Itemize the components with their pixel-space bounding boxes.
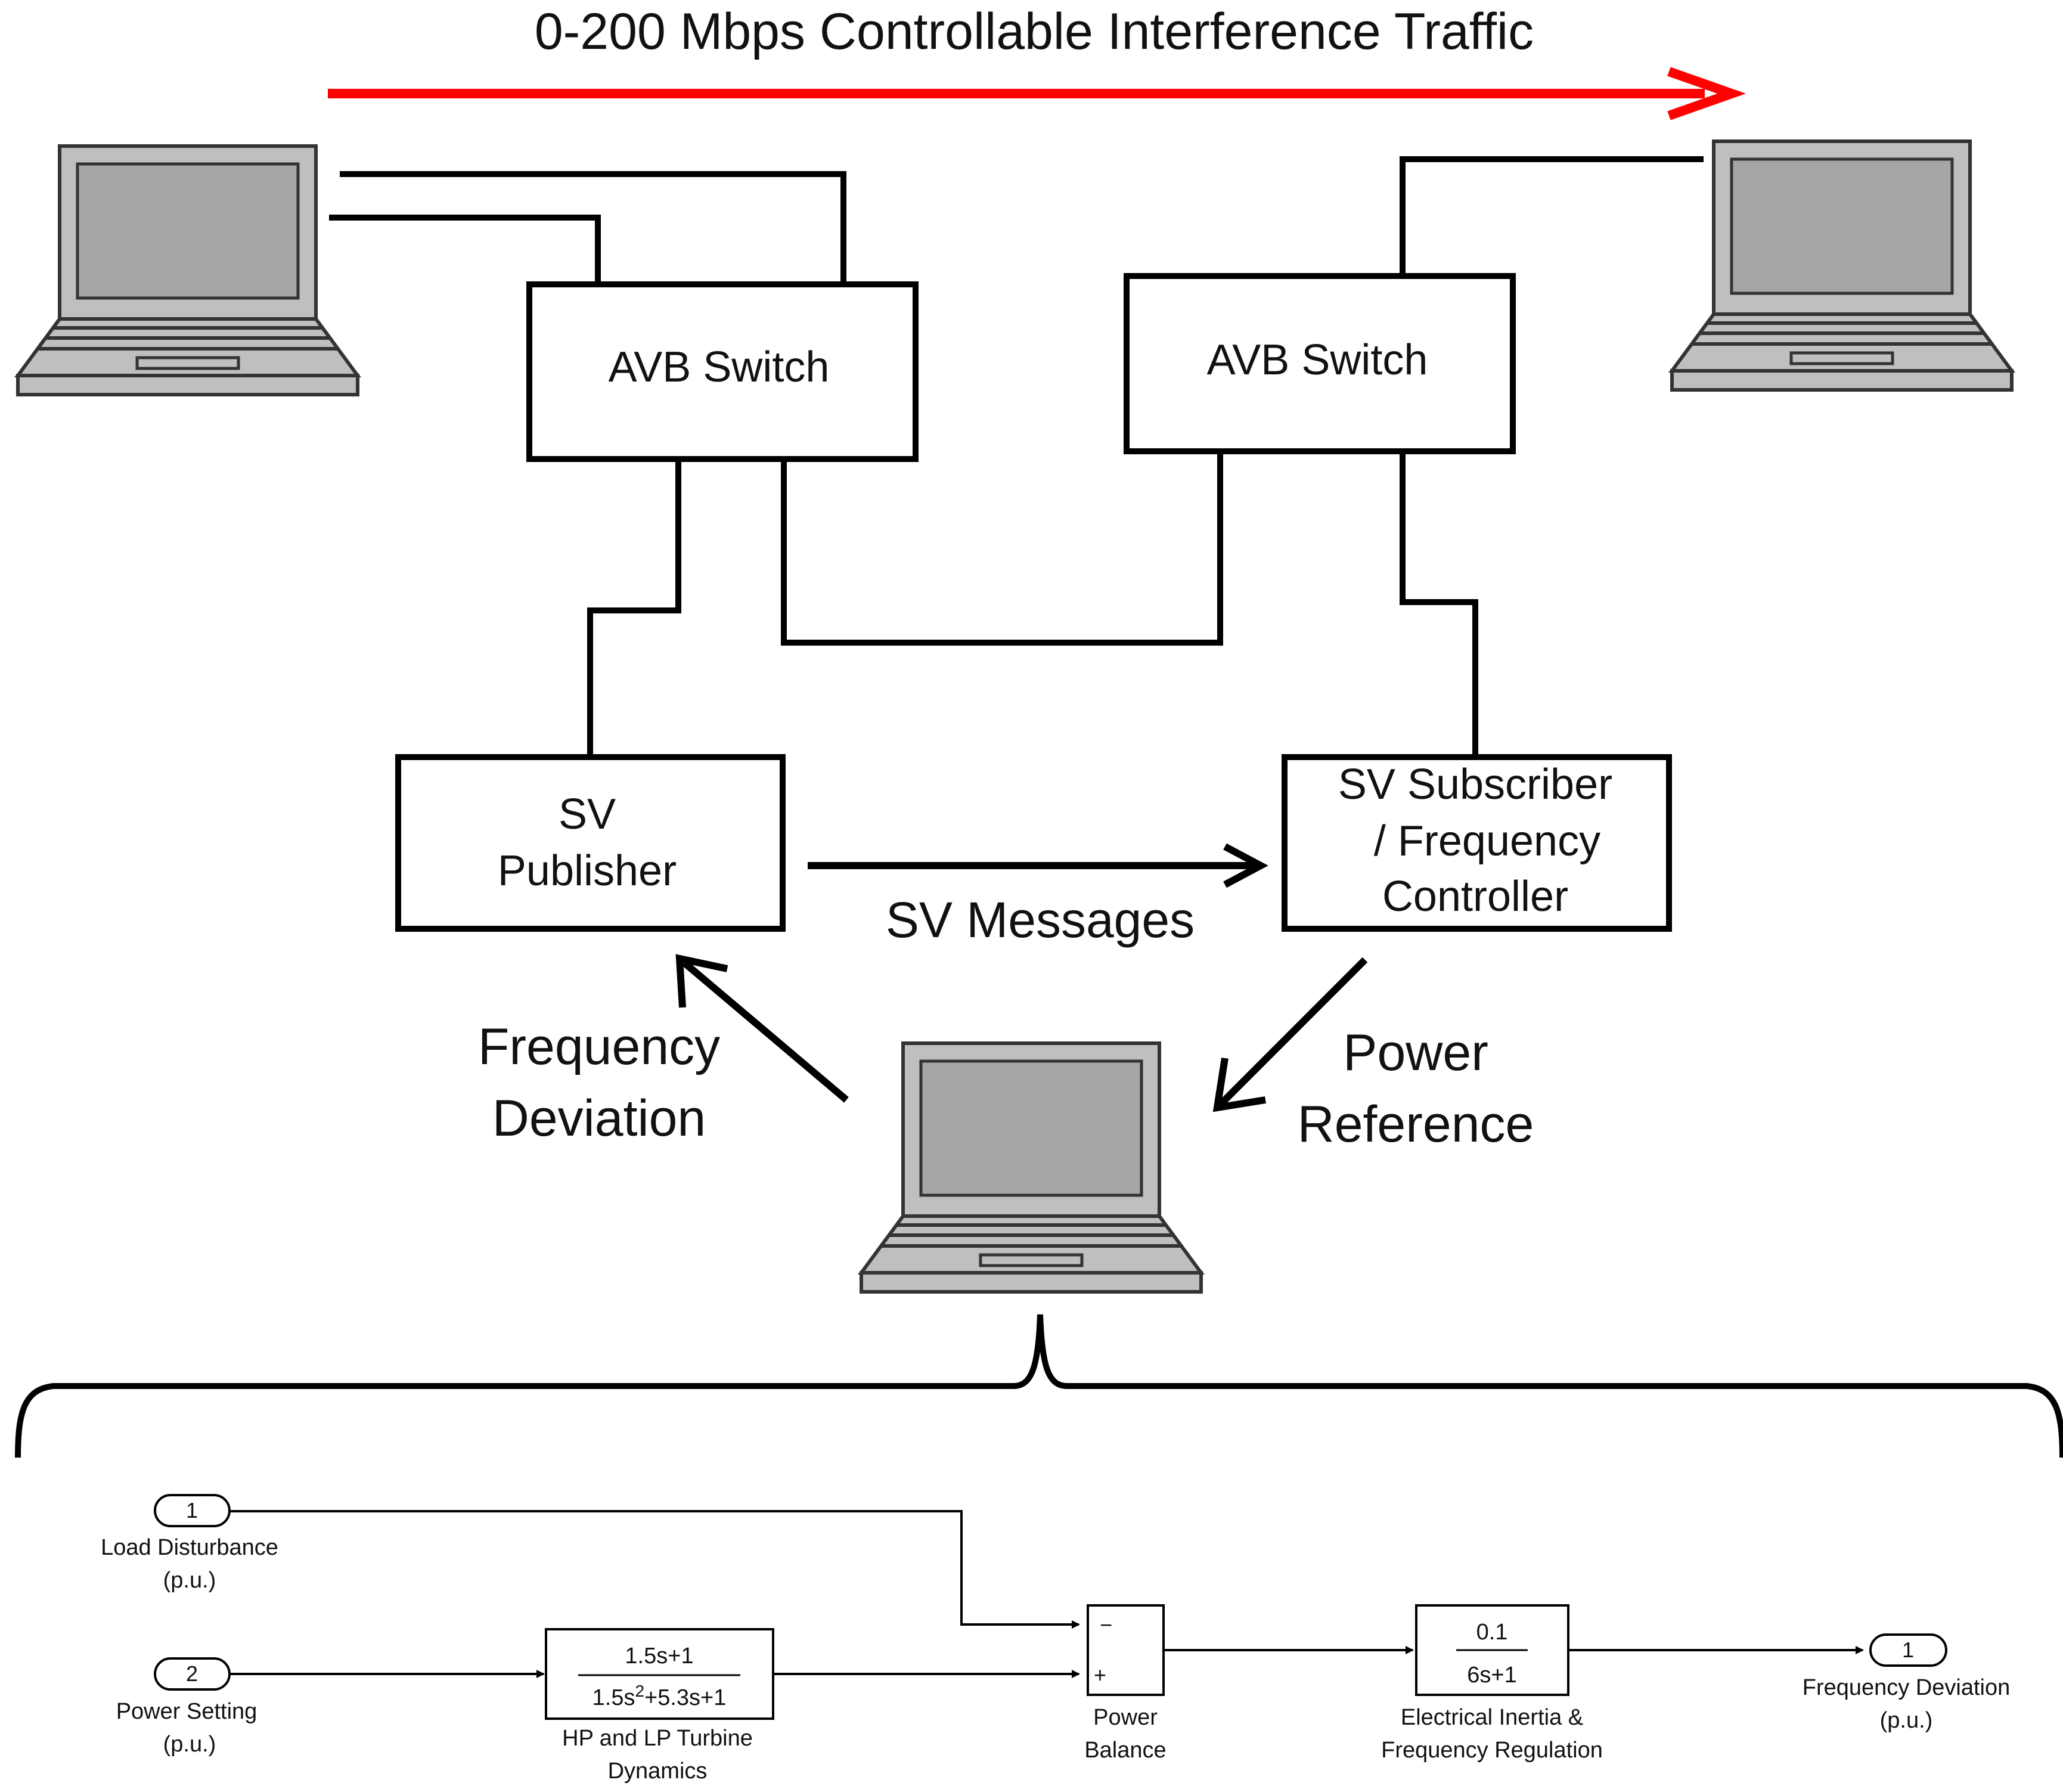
power-reference-line2: Reference xyxy=(1298,1096,1534,1153)
network-cables xyxy=(329,156,1704,757)
turbine-label-line1: HP and LP Turbine xyxy=(562,1726,753,1751)
model-brace xyxy=(15,1314,2063,1458)
frequency-deviation-arrow xyxy=(675,954,849,1103)
laptop-icon-right xyxy=(1672,141,2012,390)
power-balance-sum: − + xyxy=(1087,1604,1165,1696)
sum-label-line1: Power xyxy=(1093,1705,1158,1730)
outport-number: 1 xyxy=(1902,1638,1914,1662)
avb-switch-right-label: AVB Switch xyxy=(1207,336,1428,384)
traffic-arrow xyxy=(328,67,1746,120)
inport-2-label-line2: (p.u.) xyxy=(163,1732,216,1757)
sv-messages-label: SV Messages xyxy=(886,892,1195,948)
avb-switch-left: AVB Switch xyxy=(526,281,919,462)
power-reference-line1: Power xyxy=(1343,1024,1488,1081)
power-reference-arrow xyxy=(1212,957,1368,1112)
frequency-deviation-line2: Deviation xyxy=(492,1090,706,1147)
inport-2-number: 2 xyxy=(186,1661,198,1686)
sv-subscriber-box: SV Subscriber / Frequency Controller xyxy=(1282,754,1672,932)
turbine-denominator: 1.5s2+5.3s+1 xyxy=(592,1682,727,1710)
sv-subscriber-line2: / Frequency xyxy=(1374,817,1600,865)
sv-subscriber-line1: SV Subscriber xyxy=(1338,761,1612,808)
traffic-label: 0-200 Mbps Controllable Interference Tra… xyxy=(535,3,1534,60)
outport-label-line2: (p.u.) xyxy=(1880,1708,1933,1733)
inport-1-label-line2: (p.u.) xyxy=(163,1568,216,1593)
sum-plus-sign: + xyxy=(1094,1663,1106,1687)
turbine-transfer-function: 1.5s+1 1.5s2+5.3s+1 xyxy=(545,1628,774,1720)
sv-publisher-line1: SV xyxy=(559,790,616,838)
outport-frequency-deviation: 1 xyxy=(1869,1633,1947,1667)
laptop-icon-left xyxy=(18,146,358,395)
sv-messages-arrow xyxy=(808,843,1268,888)
sv-subscriber-line3: Controller xyxy=(1382,873,1568,920)
inport-1-label-line1: Load Disturbance xyxy=(101,1535,278,1560)
inport-power-setting: 2 xyxy=(154,1657,231,1691)
avb-switch-left-label: AVB Switch xyxy=(609,343,830,391)
frequency-deviation-line1: Frequency xyxy=(478,1018,720,1075)
inport-1-number: 1 xyxy=(186,1498,198,1523)
sv-publisher-line2: Publisher xyxy=(498,847,677,895)
inertia-transfer-function: 0.1 6s+1 xyxy=(1415,1604,1569,1696)
turbine-label-line2: Dynamics xyxy=(608,1759,708,1784)
outport-label-line1: Frequency Deviation xyxy=(1803,1675,2011,1700)
sum-minus-sign: − xyxy=(1100,1613,1112,1637)
inport-load-disturbance: 1 xyxy=(154,1494,231,1527)
inertia-numerator: 0.1 xyxy=(1476,1620,1508,1645)
inertia-label-line1: Electrical Inertia & xyxy=(1401,1705,1583,1730)
sum-label-line2: Balance xyxy=(1084,1738,1166,1763)
simulink-model: 1 Load Disturbance (p.u.) 2 Power Settin… xyxy=(101,1494,2011,1784)
turbine-numerator: 1.5s+1 xyxy=(625,1644,693,1669)
laptop-icon-bottom xyxy=(861,1043,1201,1292)
sv-publisher-box: SV Publisher xyxy=(395,754,786,932)
avb-switch-right: AVB Switch xyxy=(1124,273,1516,454)
inport-2-label-line1: Power Setting xyxy=(116,1699,258,1724)
inertia-denominator: 6s+1 xyxy=(1467,1663,1516,1688)
inertia-label-line2: Frequency Regulation xyxy=(1381,1738,1603,1763)
